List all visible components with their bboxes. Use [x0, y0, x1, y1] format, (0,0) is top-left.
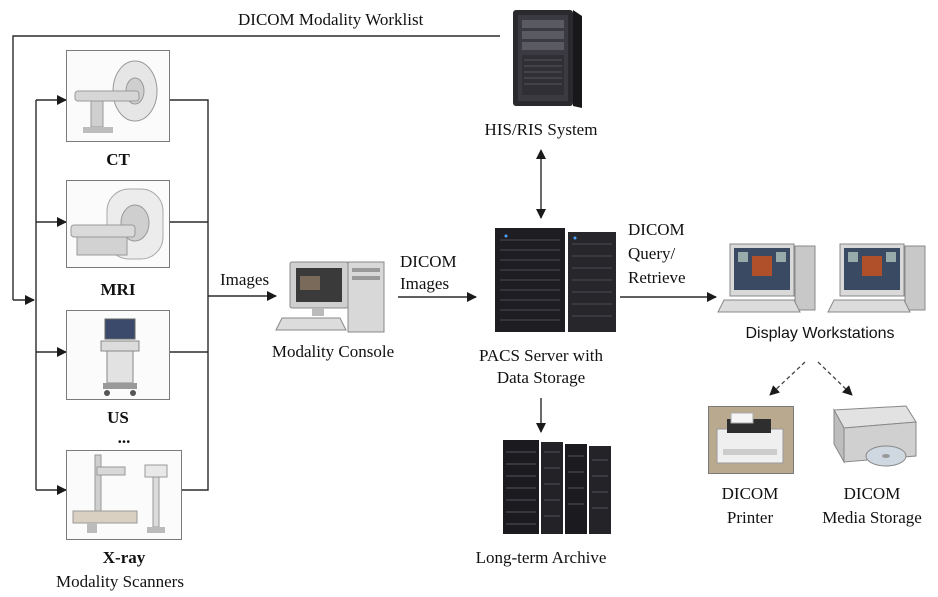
query-label-2: Query/: [628, 244, 676, 263]
archive-rack-icon: [503, 440, 611, 534]
worklist-line: [12, 35, 500, 300]
tower-server-icon: [513, 10, 582, 108]
desktop-computer-icon: [275, 261, 385, 333]
ct-scanner-icon: [74, 60, 158, 133]
ellipsis-label: ...: [117, 428, 131, 447]
dicom-images-label-2: Images: [400, 274, 450, 293]
printer-icon: [709, 407, 793, 473]
printer-dashed-arrow: [769, 361, 806, 396]
media-label-2: Media Storage: [822, 508, 922, 527]
xray-label: X-ray: [102, 548, 146, 567]
his-ris-label: HIS/RIS System: [484, 120, 598, 139]
ultrasound-machine-icon: [100, 318, 140, 396]
xray-machine-icon: [72, 454, 168, 533]
mri-label: MRI: [100, 280, 136, 299]
disc-drive-icon: [826, 404, 918, 476]
media-dashed-arrow: [817, 361, 853, 396]
server-rack-icon: [495, 228, 616, 332]
workstation-2-icon: [827, 243, 926, 313]
query-label-3: Retrieve: [628, 268, 686, 287]
workstations-label: Display Workstations: [745, 325, 895, 342]
printer-label-1: DICOM: [721, 484, 779, 503]
media-label-1: DICOM: [843, 484, 901, 503]
pacs-label-2: Data Storage: [496, 368, 586, 387]
archive-label: Long-term Archive: [475, 548, 607, 567]
console-label: Modality Console: [271, 342, 395, 361]
pacs-label-1: PACS Server with: [478, 346, 604, 365]
mri-scanner-icon: [70, 188, 164, 260]
worklist-label: DICOM Modality Worklist: [238, 10, 424, 29]
query-label-1: DICOM: [628, 220, 685, 239]
dicom-images-label-1: DICOM: [400, 252, 457, 271]
xray-frame: [66, 450, 182, 540]
images-label: Images: [220, 270, 270, 289]
workstation-1-icon: [717, 243, 816, 313]
printer-frame: [708, 406, 794, 474]
us-label: US: [107, 408, 129, 427]
ct-frame: [66, 50, 170, 142]
modality-scanners-label: Modality Scanners: [56, 572, 184, 591]
collect-line: [170, 99, 209, 491]
ct-label: CT: [106, 150, 130, 169]
us-frame: [66, 310, 170, 400]
printer-label-2: Printer: [726, 508, 774, 527]
mri-frame: [66, 180, 170, 268]
